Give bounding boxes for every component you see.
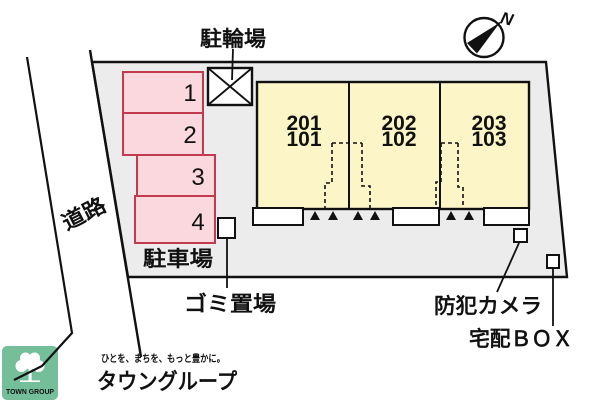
entry-corridor-dashed-lines [324,142,464,209]
parking-space-3 [136,154,216,197]
garbage-area-label: ゴミ置場 [184,292,276,316]
parking-space-1 [122,71,204,114]
compass-north-icon: N [463,8,516,59]
delivery-box-marker [546,254,560,269]
delivery-box-label: 宅配ＢＯＸ [469,327,573,351]
parking-space-4-number: 4 [191,209,204,236]
parking-space-1-number: 1 [183,80,196,107]
bicycle-parking-marker [206,66,254,107]
unit-2-lower: 102 [381,128,416,151]
parking-space-3-number: 3 [191,164,204,191]
entrance-triangle-markers [310,211,474,220]
parking-spaces [122,71,216,244]
site-left-boundary-line [88,49,143,358]
bicycle-parking-leader-line [231,48,234,81]
logo-tagline: ひとを、まちを、もっと豊かに。 [101,352,225,365]
north-letter: N [499,8,516,30]
security-camera-leader-line [496,242,520,293]
parking-space-4 [134,195,216,244]
bicycle-parking-label: 駐輪場 [200,27,266,51]
parking-lot-label: 駐車場 [143,247,213,271]
unit-3-upper: 203 [471,112,506,135]
road-label: 道路 [58,192,111,235]
road-outer-edge-line [13,56,74,381]
unit-labels: 201 101 202 102 203 103 [286,112,506,151]
building-outline [255,80,531,211]
town-group-logo: TOWN GROUP ひとを、まちを、もっと豊かに。 タウングループ [2,346,238,400]
unit-3-lower: 103 [471,128,506,151]
garbage-area-marker [217,217,236,239]
security-camera-label: 防犯カメラ [434,294,542,318]
logo-badge-text: TOWN GROUP [6,387,54,396]
logo-brand-text: タウングループ [97,369,238,394]
building-porches [252,207,530,226]
unit-1-lower: 101 [286,128,321,151]
security-camera-marker [513,228,528,243]
parking-space-2-number: 2 [183,122,196,149]
unit-1-upper: 201 [286,112,321,135]
unit-2-upper: 202 [381,112,416,135]
